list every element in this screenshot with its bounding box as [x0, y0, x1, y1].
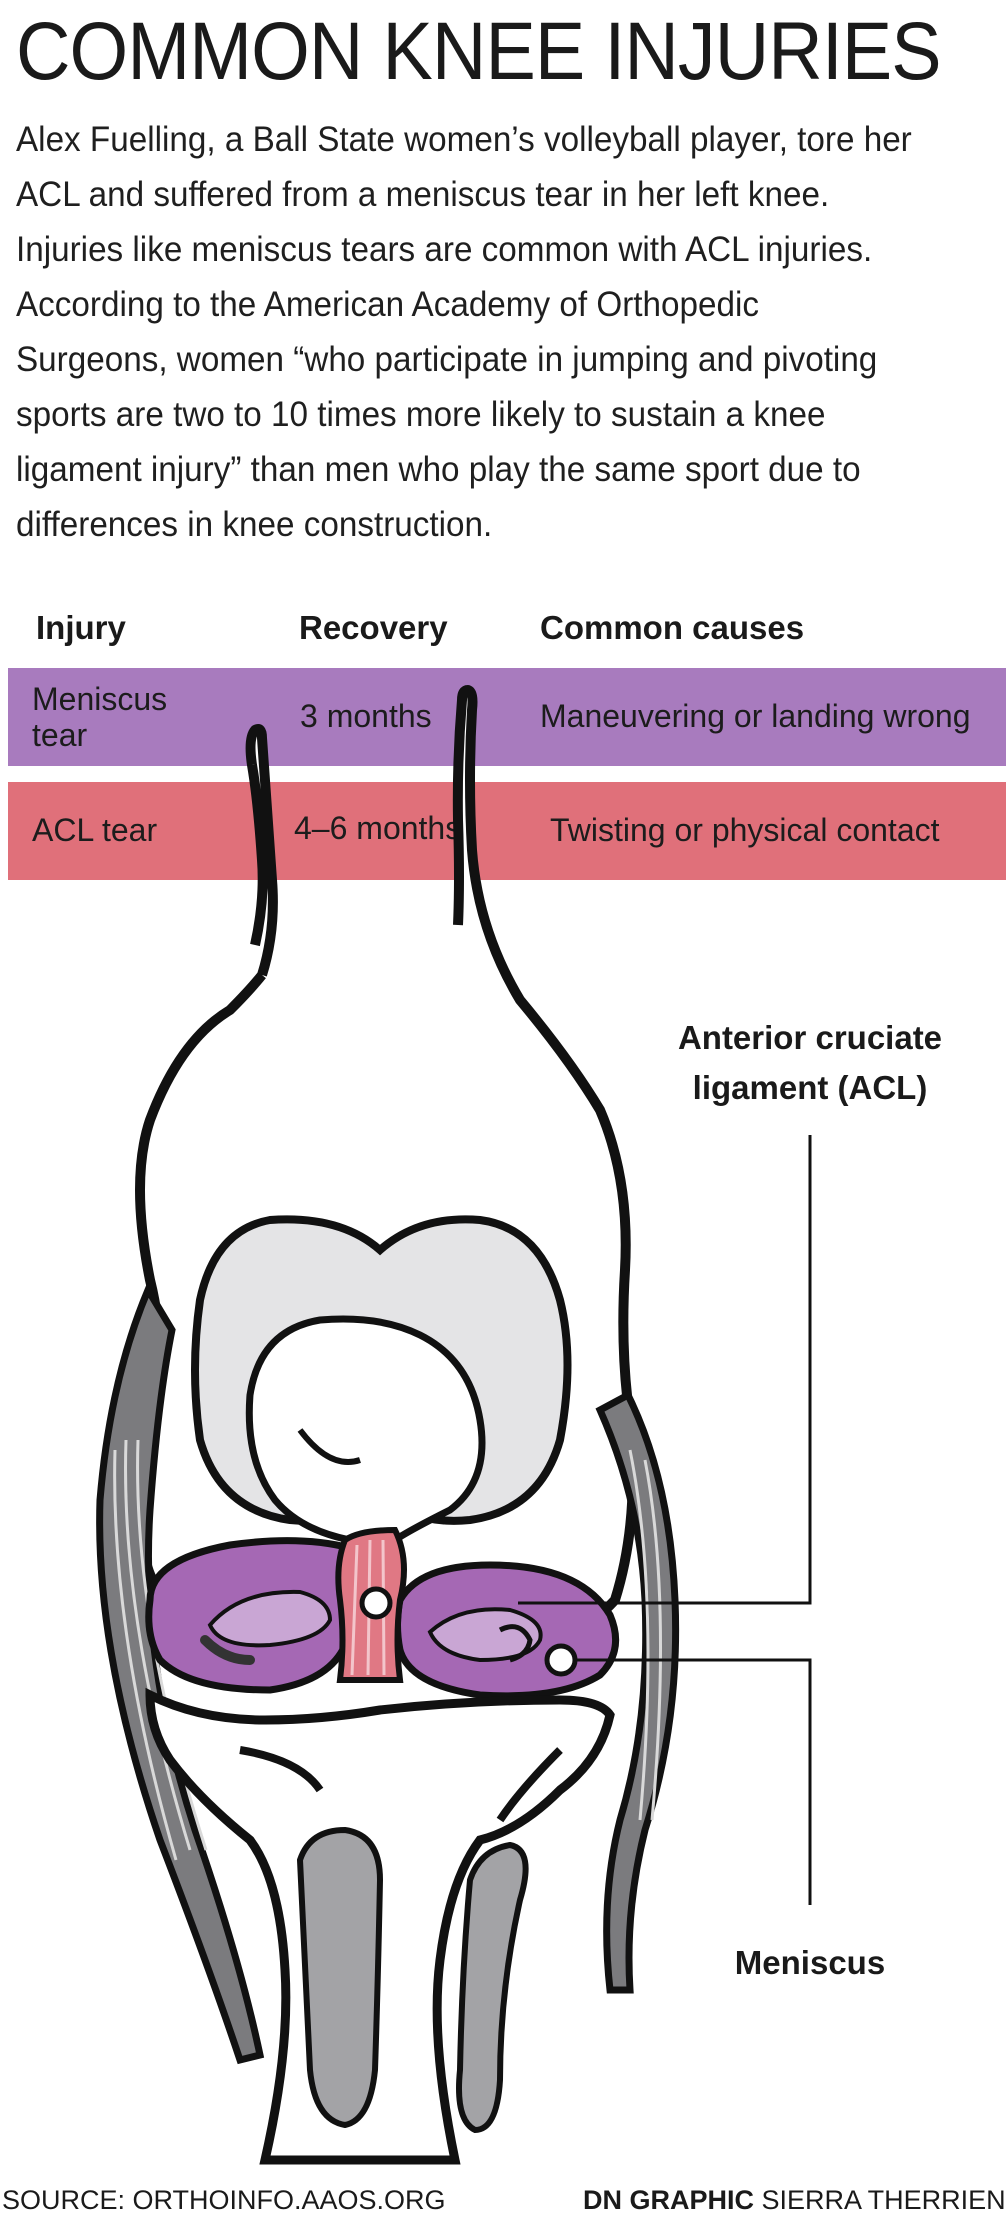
- intro-line: Alex Fuelling, a Ball State women’s voll…: [16, 120, 912, 159]
- intro-line: Surgeons, women “who participate in jump…: [16, 340, 878, 379]
- intro-line: Injuries like meniscus tears are common …: [16, 230, 873, 269]
- intro-line: differences in knee construction.: [16, 505, 493, 544]
- table-header-causes: Common causes: [540, 609, 805, 646]
- table-row-acl: ACL tear 4–6 months Twisting or physical…: [8, 782, 1006, 880]
- table-header-injury: Injury: [36, 609, 126, 646]
- intro-paragraph: Alex Fuelling, a Ball State women’s voll…: [16, 112, 952, 552]
- tibia-cavity-right: [456, 1841, 529, 2134]
- graphic-credit-name: SIERRA THERRIEN: [761, 2185, 1006, 2215]
- cell-causes: Maneuvering or landing wrong: [540, 698, 971, 734]
- acl-label-line2: ligament (ACL): [692, 1069, 928, 1106]
- acl-label-line1: Anterior cruciate: [677, 1019, 943, 1056]
- table-row-meniscus: Meniscus tear 3 months Maneuvering or la…: [8, 668, 1006, 766]
- intro-line: ACL and suffered from a meniscus tear in…: [16, 175, 830, 214]
- lateral-tendon: [96, 1282, 265, 2065]
- cell-recovery: 4–6 months: [294, 810, 462, 846]
- meniscus-leader-line: [575, 1658, 812, 1905]
- tibia-cavity-left: [296, 1826, 384, 2129]
- meniscus-label: Meniscus: [734, 1944, 886, 1981]
- acl-leader-line: [518, 1135, 812, 1605]
- page-title: COMMON KNEE INJURIES: [16, 6, 942, 97]
- cell-injury: Meniscus tear: [32, 681, 168, 753]
- acl-callout-dot: [359, 1586, 393, 1620]
- graphic-credit-label: DN GRAPHIC: [583, 2185, 755, 2215]
- intro-line: sports are two to 10 times more likely t…: [16, 395, 826, 434]
- cell-recovery: 3 months: [300, 698, 432, 734]
- source-credit: SOURCE: ORTHOINFO.AAOS.ORG: [2, 2185, 446, 2215]
- intro-line: ligament injury” than men who play the s…: [16, 450, 861, 489]
- table-header-recovery: Recovery: [299, 609, 448, 646]
- intercondylar-notch: [245, 1315, 486, 1544]
- meniscus-callout-dot: [544, 1643, 578, 1677]
- acl-label: Anterior cruciate ligament (ACL): [640, 1013, 980, 1113]
- intro-line: According to the American Academy of Ort…: [16, 285, 759, 324]
- cell-causes: Twisting or physical contact: [550, 812, 940, 848]
- graphic-credit: DN GRAPHIC SIERRA THERRIEN: [583, 2182, 1006, 2218]
- cell-injury: ACL tear: [32, 812, 158, 848]
